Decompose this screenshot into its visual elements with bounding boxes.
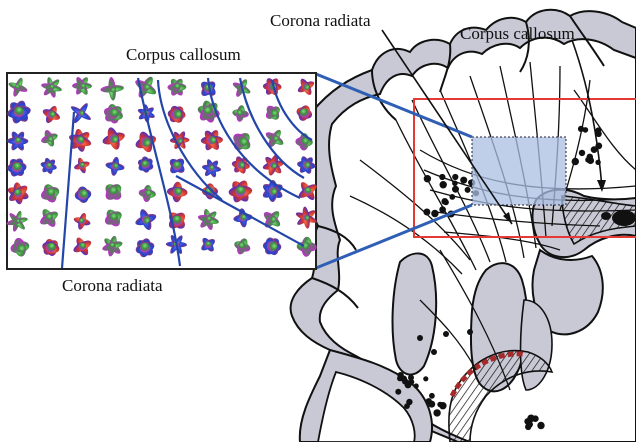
nucleus-dot	[433, 409, 440, 416]
zoom-highlight-region	[472, 137, 566, 205]
brain-section	[291, 10, 636, 442]
label-brain-corona-radiata: Corona radiata	[270, 12, 371, 29]
nucleus-dot	[537, 422, 544, 429]
ventricle-dark	[612, 210, 636, 226]
nucleus-dot	[595, 127, 601, 133]
nucleus-dot	[414, 383, 419, 388]
nucleus-dot	[426, 398, 432, 404]
nucleus-dot	[467, 329, 473, 335]
nucleus-dot	[431, 349, 437, 355]
nucleus-dot	[587, 157, 594, 164]
nucleus-dot	[572, 158, 579, 165]
nucleus-dot	[591, 146, 598, 153]
nucleus-dot	[441, 198, 448, 205]
nucleus-dot	[439, 174, 445, 180]
glyph-inset	[1, 71, 322, 269]
nucleus-dot	[465, 187, 471, 193]
label-inset-corona-radiata: Corona radiata	[62, 277, 163, 294]
nucleus-dot	[397, 372, 403, 378]
nucleus-dot	[417, 335, 423, 341]
nucleus-dot	[429, 393, 435, 399]
nucleus-dot	[431, 210, 438, 217]
nucleus-dot	[443, 331, 449, 337]
nucleus-dot	[402, 379, 407, 384]
nucleus-dot	[440, 181, 447, 188]
nucleus-dot	[406, 399, 412, 405]
nucleus-dot	[578, 126, 584, 132]
nucleus-dot	[452, 181, 458, 187]
nucleus-dot	[423, 209, 430, 216]
ventricle-dark-small	[601, 212, 611, 220]
label-brain-corpus-callosum: Corpus callosum	[460, 25, 575, 42]
nucleus-dot	[408, 375, 414, 381]
nucleus-dot	[395, 389, 401, 395]
nucleus-dot	[439, 402, 446, 409]
nucleus-dot	[423, 376, 428, 381]
nucleus-dot	[439, 206, 446, 213]
nucleus-dot	[424, 175, 431, 182]
nucleus-dot	[449, 194, 455, 200]
nucleus-dot	[452, 186, 459, 193]
nucleus-dot	[526, 421, 533, 428]
label-inset-corpus-callosum: Corpus callosum	[126, 46, 241, 63]
nucleus-dot	[460, 177, 467, 184]
nucleus-dot	[452, 174, 458, 180]
nucleus-dot	[579, 150, 585, 156]
